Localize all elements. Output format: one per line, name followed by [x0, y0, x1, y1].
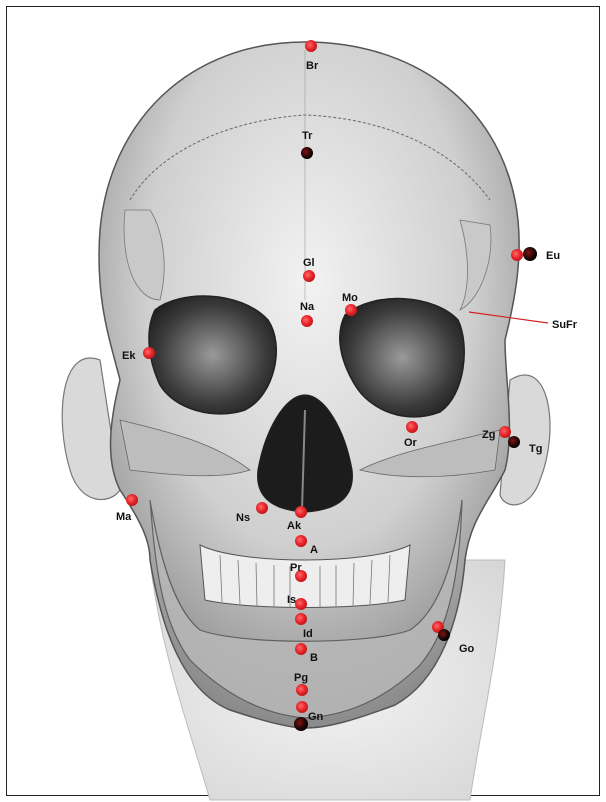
landmark-dot-ns: [256, 502, 268, 514]
landmark-dot-id: [295, 613, 307, 625]
landmark-dot-br: [305, 40, 317, 52]
landmark-dot-gl: [303, 270, 315, 282]
landmark-dot-ma: [126, 494, 138, 506]
landmark-dot-a: [295, 535, 307, 547]
landmark-dot-b: [295, 643, 307, 655]
landmark-dot-tr: [301, 147, 313, 159]
landmark-dot-zg: [499, 426, 511, 438]
label-or: Or: [404, 437, 418, 449]
label-b: B: [310, 652, 318, 664]
label-br: Br: [306, 60, 319, 72]
landmark-dot-or: [406, 421, 418, 433]
label-zg: Zg: [482, 429, 495, 441]
landmark-dot-tg: [508, 436, 520, 448]
landmark-dot-go-black: [438, 629, 450, 641]
landmark-dot-ek: [143, 347, 155, 359]
label-na: Na: [300, 301, 315, 313]
landmark-dot-na: [301, 315, 313, 327]
landmark-dot-ak: [295, 506, 307, 518]
label-sufr: SuFr: [552, 319, 578, 331]
label-ma: Ma: [116, 511, 132, 523]
label-a: A: [310, 544, 318, 556]
label-pr: Pr: [290, 562, 302, 574]
landmark-dot-gn-red: [296, 701, 308, 713]
left-orbit: [149, 296, 276, 414]
label-eu: Eu: [546, 250, 560, 262]
landmark-dot-is: [295, 598, 307, 610]
landmark-dot-eu-red: [511, 249, 523, 261]
landmark-dot-eu-black: [523, 247, 537, 261]
landmark-dot-mo: [345, 304, 357, 316]
label-tg: Tg: [529, 443, 542, 455]
label-tr: Tr: [302, 130, 313, 142]
landmark-dot-gn-black: [294, 717, 308, 731]
label-is: Is: [287, 594, 296, 606]
label-ns: Ns: [236, 512, 250, 524]
label-pg: Pg: [294, 672, 308, 684]
label-ek: Ek: [122, 350, 136, 362]
label-gl: Gl: [303, 257, 315, 269]
label-id: Id: [303, 628, 313, 640]
landmark-dot-pg: [296, 684, 308, 696]
label-gn: Gn: [308, 711, 324, 723]
label-mo: Mo: [342, 292, 358, 304]
label-go: Go: [459, 643, 475, 655]
label-ak: Ak: [287, 520, 302, 532]
